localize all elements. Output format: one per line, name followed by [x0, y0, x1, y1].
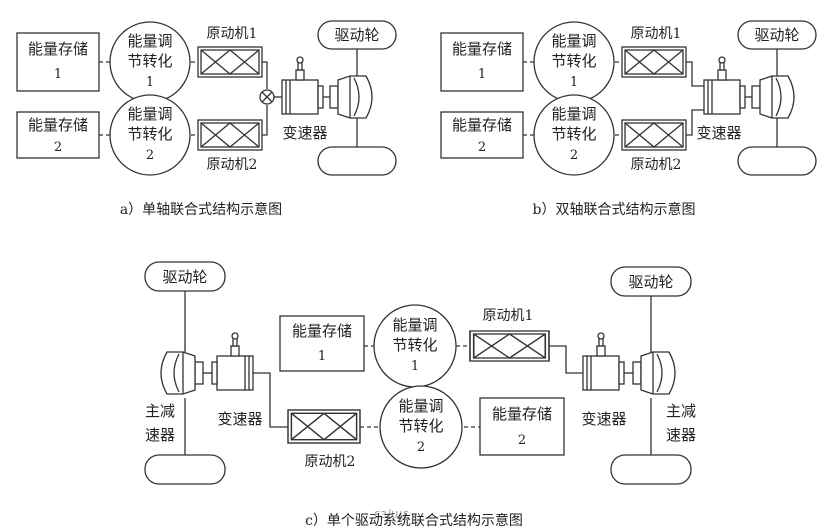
converter-number: 2 [417, 440, 425, 455]
storage-number: 2 [478, 140, 486, 155]
storage-label: 能量存储 [452, 40, 512, 58]
drive-wheel [610, 454, 692, 485]
converter-label: 能量调 [398, 397, 443, 415]
prime-mover-label: 原动机2 [207, 157, 258, 173]
prime-mover-box [197, 46, 263, 78]
storage-number: 1 [478, 67, 486, 82]
converter-number: 2 [146, 148, 154, 163]
converter-label: 节转化 [127, 125, 172, 143]
drive-wheel [144, 454, 226, 485]
storage-box [479, 397, 565, 456]
storage-number: 2 [518, 433, 526, 448]
converter-label: 节转化 [127, 52, 172, 70]
storage-box [279, 315, 365, 372]
prime-mover-box [197, 119, 263, 151]
storage-label: 能量存储 [28, 116, 88, 134]
transmission-label: 变速器 [696, 124, 741, 142]
prime-mover-box [621, 119, 687, 151]
converter-circle [533, 94, 615, 176]
caption-b: b）双轴联合式结构示意图 [533, 201, 696, 218]
transmission-icon [211, 332, 254, 391]
transmission-icon [703, 56, 746, 115]
panel-c: 驱动轮 主减 速器 变速器 驱动轮 主减 速器 变速器 能量存储 1 能量调 节 [144, 261, 696, 485]
converter-number: 2 [570, 148, 578, 163]
converter-number: 1 [146, 75, 154, 90]
converter-circle [109, 94, 191, 176]
prime-mover-label: 原动机1 [207, 26, 258, 42]
drive-wheel-label: 驱动轮 [754, 26, 799, 44]
prime-mover-box [621, 46, 687, 78]
converter-label: 节转化 [551, 125, 596, 143]
caption-a: a）单轴联合式结构示意图 [120, 201, 282, 218]
storage-label: 能量存储 [292, 322, 352, 340]
converter-number: 1 [570, 75, 578, 90]
final-drive-label: 主减 [145, 402, 175, 420]
storage-label: 能量存储 [452, 116, 512, 134]
final-drive-icon [632, 351, 676, 395]
watermark: ɛɜ/ɯɛ [374, 507, 410, 521]
storage-number: 1 [318, 349, 326, 364]
transmission-label: 变速器 [282, 124, 327, 142]
converter-label: 能量调 [127, 105, 172, 123]
panel-a: 能量存储 1 能量存储 2 能量调 节转化 1 能量调 节转化 2 原动机1 原… [16, 20, 397, 176]
converter-label: 能量调 [551, 105, 596, 123]
converter-label: 节转化 [398, 417, 443, 435]
prime-mover-box [469, 330, 550, 362]
drive-wheel [317, 146, 397, 176]
final-drive-icon [160, 351, 204, 395]
final-drive-label: 速器 [666, 426, 696, 444]
converter-label: 节转化 [551, 52, 596, 70]
prime-mover-label: 原动机1 [631, 26, 682, 42]
converter-label: 能量调 [392, 316, 437, 334]
storage-label: 能量存储 [492, 405, 552, 423]
prime-mover-label: 原动机2 [631, 157, 682, 173]
storage-number: 1 [54, 67, 62, 82]
prime-mover-box [287, 409, 361, 444]
transmission-label: 变速器 [581, 410, 626, 428]
converter-number: 1 [411, 359, 419, 374]
drive-wheel-label: 驱动轮 [334, 26, 379, 44]
converter-label: 能量调 [551, 32, 596, 50]
drive-wheel-label: 驱动轮 [628, 273, 673, 291]
transmission-icon [582, 332, 625, 391]
caption-c: c）单个驱动系统联合式结构示意图 [305, 512, 523, 529]
transmission-label: 变速器 [217, 410, 262, 428]
converter-circle [379, 385, 463, 469]
final-drive-label: 主减 [666, 402, 696, 420]
final-drive-icon [329, 75, 373, 119]
storage-label: 能量存储 [28, 40, 88, 58]
transmission-icon [281, 56, 324, 115]
drive-wheel [737, 146, 817, 176]
final-drive-icon [751, 75, 795, 119]
panel-b: 能量存储 1 能量存储 2 能量调 节转化 1 能量调 节转化 2 原动机1 原… [440, 20, 817, 176]
converter-label: 节转化 [392, 336, 437, 354]
prime-mover-label: 原动机1 [483, 308, 534, 324]
converter-label: 能量调 [127, 32, 172, 50]
prime-mover-label: 原动机2 [305, 454, 356, 470]
final-drive-label: 速器 [145, 426, 175, 444]
drive-wheel-label: 驱动轮 [162, 268, 207, 286]
storage-number: 2 [54, 140, 62, 155]
